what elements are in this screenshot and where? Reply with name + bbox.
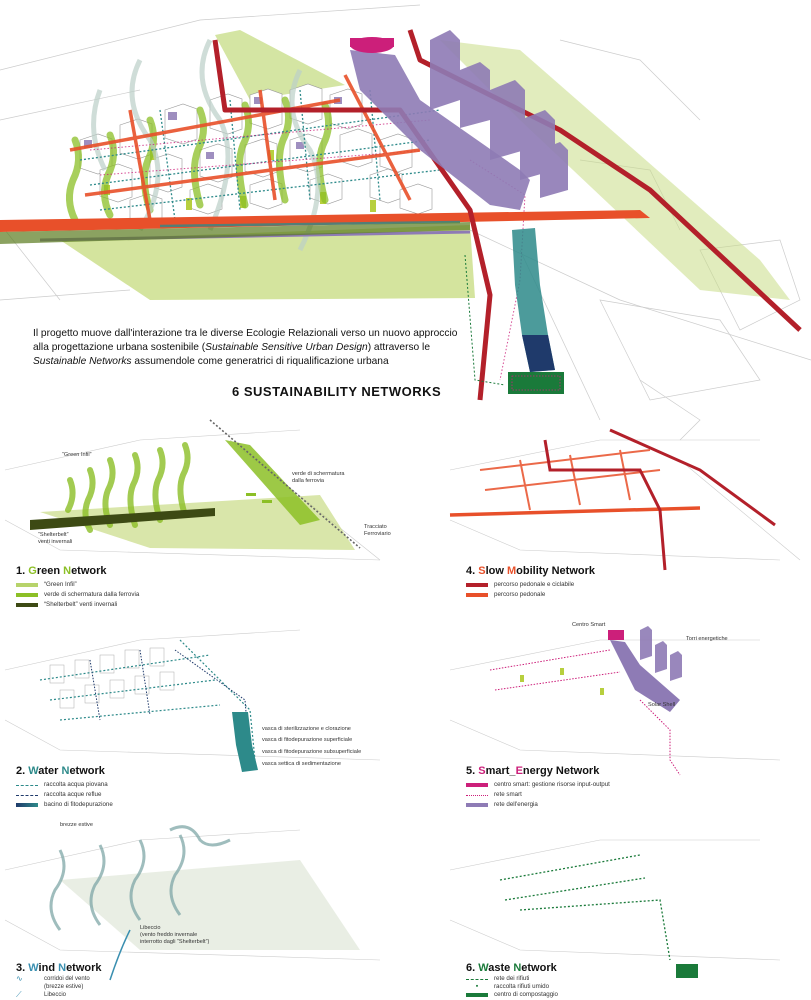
intro-italic-2: Sustainable Networks xyxy=(33,356,132,367)
title-smart-energy: 5. Smart_Energy Network xyxy=(466,765,600,777)
label-vasca-4: vasca settica di sedimentazione xyxy=(262,761,341,767)
label-solar-shell: Solar Shell xyxy=(648,702,676,708)
label-vasca-2: vasca di fitodepurazione superficiale xyxy=(262,737,353,743)
waste-network-diagram xyxy=(449,839,781,978)
label-vasca-1: vasca di sterilizzazione e clorazione xyxy=(262,726,351,732)
legend-smart-energy: centro smart: gestione risorse input-out… xyxy=(466,780,610,810)
legend-slow-mobility: percorso pedonale e ciclabile percorso p… xyxy=(466,580,574,600)
intro-text-2: ) attraverso le xyxy=(367,342,430,353)
title-wind-network: 3. Wind Network xyxy=(16,962,102,974)
intro-paragraph: Il progetto muove dall'interazione tra l… xyxy=(33,327,473,369)
main-masterplan xyxy=(0,4,811,441)
headline: 6 SUSTAINABILITY NETWORKS xyxy=(232,384,442,399)
green-network-diagram xyxy=(4,419,381,561)
title-slow-mobility: 4. Slow Mobility Network xyxy=(466,565,595,577)
title-water-network: 2. Water Network xyxy=(16,765,105,777)
legend-water: raccolta acqua piovana raccolta acque re… xyxy=(16,780,113,810)
legend-waste: rete dei rifiuti ▪raccolta rifiuti umido… xyxy=(466,975,558,999)
slow-mobility-diagram xyxy=(449,428,801,571)
intro-text-1: Il progetto muove dall'interazione tra l… xyxy=(33,328,458,353)
title-green-network: 1. Green Network xyxy=(16,565,107,577)
wind-network-diagram xyxy=(4,825,381,981)
label-torri-energetiche: Torri energetiche xyxy=(686,636,728,642)
label-vasca-3: vasca di fitodepurazione subsuperficiale xyxy=(262,749,362,755)
water-network-diagram xyxy=(4,629,381,772)
title-waste-network: 6. Waste Network xyxy=(466,962,557,974)
label-centro-smart: Centro Smart xyxy=(572,622,606,628)
label-brezze-estive: brezze estive xyxy=(60,822,93,828)
intro-italic-1: Sustainable Sensitive Urban Design xyxy=(205,342,368,353)
label-shelterbelt: “Shelterbelt”venti invernali xyxy=(38,532,73,545)
legend-green: “Green Infil” verde di schermatura dalla… xyxy=(16,580,139,610)
label-green-infil: “Green Infil” xyxy=(62,452,92,458)
intro-text-3: assumendole come generatrici di riqualif… xyxy=(131,356,389,367)
smart-energy-diagram xyxy=(449,626,781,776)
legend-wind: ∿ corridoi del vento(brezze estive) ⟋ Li… xyxy=(16,974,90,999)
